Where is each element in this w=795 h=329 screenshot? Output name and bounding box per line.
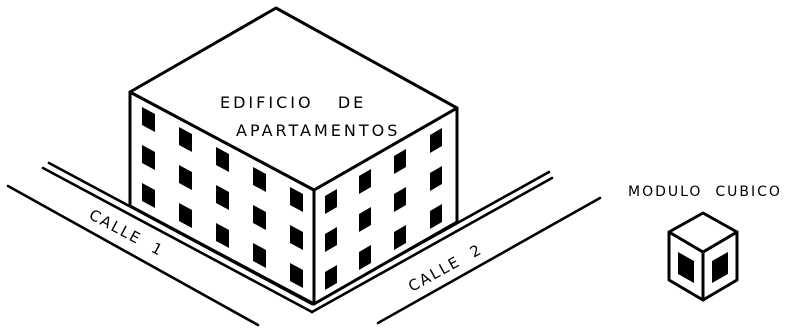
window <box>359 207 371 232</box>
window <box>290 263 303 288</box>
building-label-line1: EDIFICIO DE <box>220 93 366 112</box>
window <box>142 145 155 170</box>
window <box>394 149 406 174</box>
window <box>430 204 442 229</box>
street2-inner-edge <box>310 176 554 314</box>
window <box>179 127 192 152</box>
street1-outer-edge <box>6 184 260 327</box>
window <box>253 205 266 230</box>
window <box>325 189 337 214</box>
window <box>179 165 192 190</box>
window <box>142 107 155 132</box>
window <box>430 166 442 191</box>
left-face-windows <box>142 107 303 288</box>
building-label-line2: APARTAMENTOS <box>236 121 400 140</box>
right-face-windows <box>325 128 442 290</box>
window <box>216 147 229 172</box>
window <box>216 185 229 210</box>
street2-outer-edge <box>376 196 602 325</box>
window <box>253 243 266 268</box>
window <box>216 223 229 248</box>
building-top-face <box>128 6 459 192</box>
window <box>325 265 337 290</box>
cube-top-face <box>667 211 739 254</box>
module-label: MODULO CUBICO <box>628 184 782 200</box>
window <box>253 167 266 192</box>
cubic-module: MODULO CUBICO <box>628 184 782 302</box>
window <box>325 227 337 252</box>
window <box>394 187 406 212</box>
cube-left-window <box>678 252 694 283</box>
window <box>179 203 192 228</box>
window <box>359 245 371 270</box>
street1-inner-edge <box>41 166 314 314</box>
apartment-building: EDIFICIO DE APARTAMENTOS <box>128 6 459 306</box>
window <box>359 169 371 194</box>
cube-right-window <box>712 252 728 283</box>
window <box>290 225 303 250</box>
window <box>142 183 155 208</box>
window <box>394 225 406 250</box>
window <box>430 128 442 153</box>
window <box>290 187 303 212</box>
